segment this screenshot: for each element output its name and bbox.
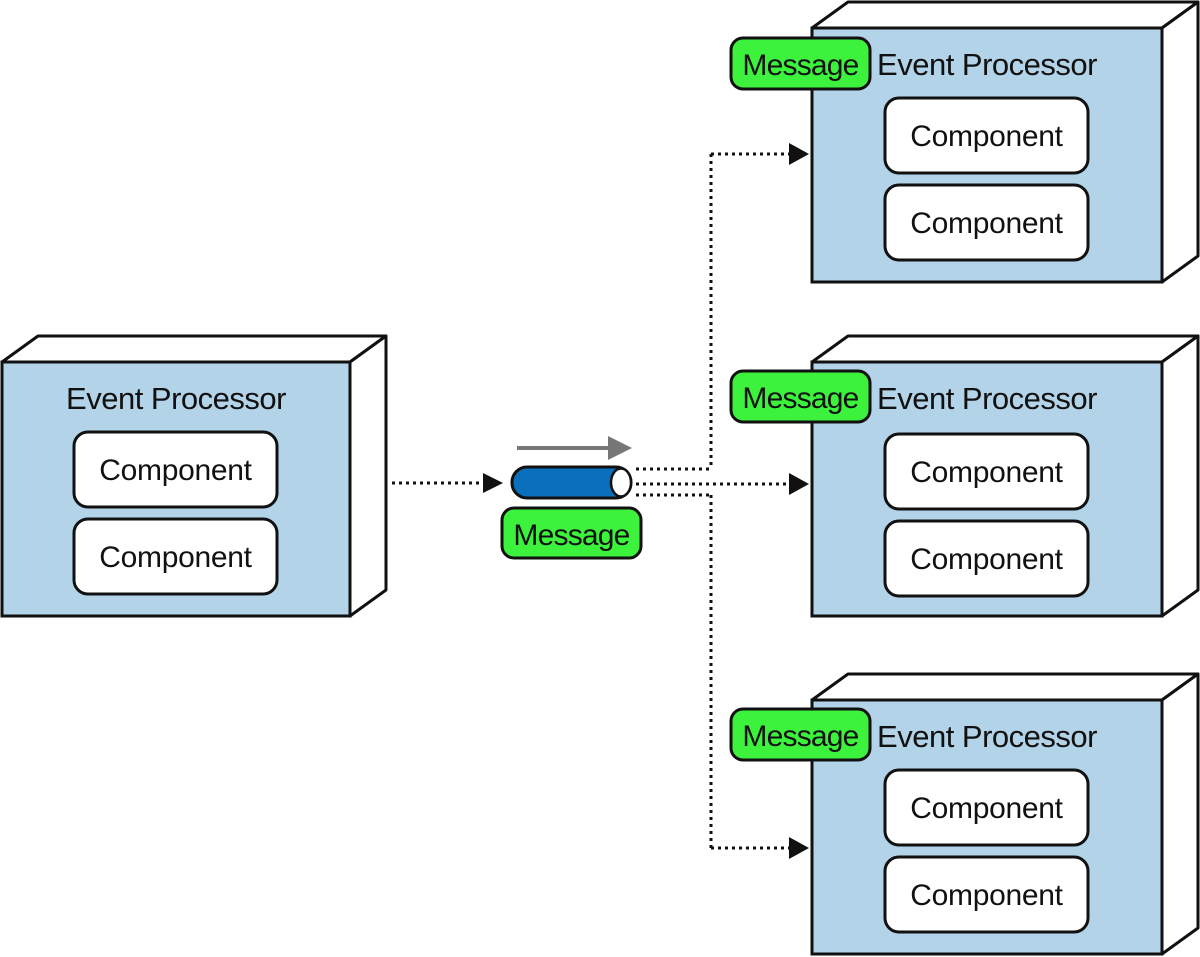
sender-component-2-label: Component <box>99 541 252 574</box>
receiver-1-message-label: Message <box>742 49 858 82</box>
sender-box-top <box>0 334 388 364</box>
receiver-2-box-side <box>1160 334 1200 618</box>
receiver-1-box-side <box>1160 0 1200 284</box>
receiver-1-message-badge <box>729 36 872 91</box>
receiver-3-box-top <box>810 672 1200 702</box>
receiver-3-message-badge <box>729 707 872 762</box>
broadcast-channel: Message <box>500 436 643 560</box>
direction-arrow-icon <box>517 436 632 460</box>
receiver-2-component-2-label: Component <box>910 543 1063 576</box>
receiver-3-box-side <box>1160 672 1200 956</box>
fan-out-connectors <box>636 143 809 859</box>
sender-title: Event Processor <box>66 381 286 416</box>
channel-message-label: Message <box>513 519 629 552</box>
receiver-2-message-label: Message <box>742 382 858 415</box>
receiver-2-component-1-label: Component <box>910 456 1063 489</box>
receiver-1-component-1-label: Component <box>910 120 1063 153</box>
receiver-3-component-1-box <box>883 768 1090 847</box>
arrowhead-icon <box>789 473 809 495</box>
channel-message-badge <box>500 506 643 560</box>
receiver-2-component-1-box <box>883 432 1090 511</box>
sender-to-channel-arrow <box>392 473 503 493</box>
receiver-3-component-1-label: Component <box>910 792 1063 825</box>
sender-component-1-box <box>72 430 279 509</box>
receiver-3-component-2-box <box>883 855 1090 934</box>
receiver-event-processor-3: Event Processor Component Component Mess… <box>729 672 1200 956</box>
sender-component-1-label: Component <box>99 454 252 487</box>
receiver-3-message-label: Message <box>742 720 858 753</box>
receiver-1-title: Event Processor <box>877 47 1097 82</box>
receiver-event-processor-1: Event Processor Component Component Mess… <box>729 0 1200 284</box>
arrowhead-icon <box>789 837 809 859</box>
channel-pipe-opening <box>609 467 633 498</box>
sender-component-2-box <box>72 517 279 596</box>
arrowhead-icon <box>483 473 503 493</box>
receiver-1-component-1-box <box>883 96 1090 175</box>
arrowhead-icon <box>789 143 809 165</box>
receiver-2-component-2-box <box>883 519 1090 598</box>
receiver-3-title: Event Processor <box>877 719 1097 754</box>
receiver-1-component-2-box <box>883 183 1090 262</box>
receiver-3-component-2-label: Component <box>910 879 1063 912</box>
receiver-event-processor-2: Event Processor Component Component Mess… <box>729 334 1200 618</box>
receiver-2-message-badge <box>729 369 872 424</box>
receiver-2-title: Event Processor <box>877 381 1097 416</box>
receiver-1-component-2-label: Component <box>910 207 1063 240</box>
receiver-1-box-top <box>810 0 1200 30</box>
receiver-2-box-top <box>810 334 1200 364</box>
sender-event-processor: Event Processor Component Component <box>0 334 388 618</box>
sender-box-side <box>348 334 388 618</box>
